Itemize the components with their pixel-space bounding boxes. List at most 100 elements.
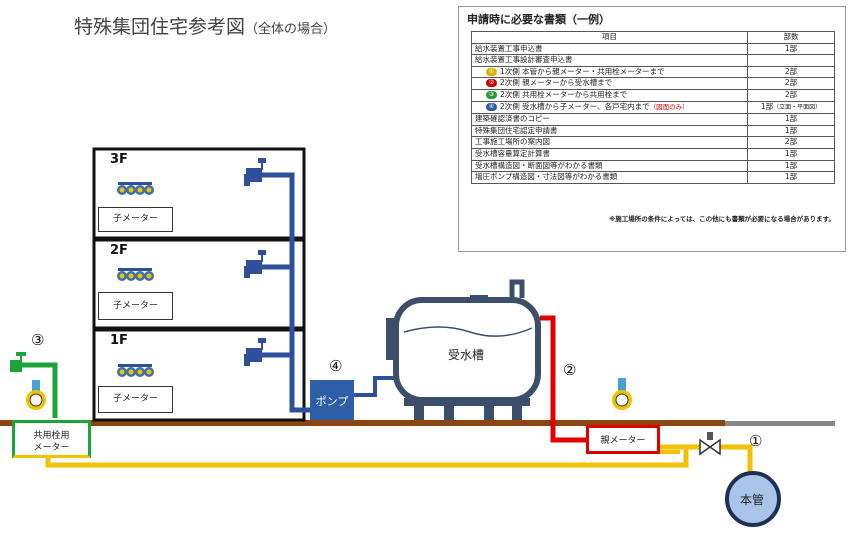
table-row: 給水装置工事申込書 1部 bbox=[471, 42, 835, 56]
shared-faucet-icon bbox=[10, 352, 26, 372]
requirement-count: 1部 bbox=[747, 42, 835, 56]
count-text: 1部 bbox=[784, 172, 798, 182]
tank-label: 受水槽 bbox=[448, 348, 485, 362]
water-tank bbox=[386, 279, 541, 420]
requirement-count: 1部 bbox=[747, 147, 835, 161]
requirements-note: ※施工場所の条件によっては、この他にも書類が必要になる場合があります。 bbox=[608, 215, 835, 223]
parent-meter-label: 親メーター bbox=[600, 436, 646, 446]
count-text: 2部 bbox=[784, 137, 798, 147]
col-count-header: 部数 bbox=[747, 31, 835, 44]
requirement-text: 建築確認済書のコピー bbox=[475, 114, 550, 124]
count-text: 2部 bbox=[784, 78, 798, 88]
table-header-row: 項目 部数 bbox=[471, 31, 835, 44]
requirement-text: 2次側 親メーターから受水槽まで bbox=[500, 78, 613, 88]
sub-meter-2f: 子メーター bbox=[98, 292, 173, 320]
requirement-item: 増圧ポンプ構造図・寸法図等がわかる書類 bbox=[471, 171, 748, 184]
count-note: （立面・平面図） bbox=[773, 103, 822, 111]
shared-meter-icon bbox=[26, 380, 46, 410]
riser-pipe bbox=[262, 172, 310, 413]
meter-cluster-icon bbox=[117, 364, 154, 377]
green-pipe bbox=[12, 362, 58, 418]
valve-icon bbox=[699, 432, 721, 456]
requirement-text: 受水槽容量算定計算書 bbox=[475, 148, 550, 158]
requirement-text: 給水装置工事申込書 bbox=[475, 43, 543, 53]
requirement-text: 工事施工場所の案内図 bbox=[475, 137, 550, 147]
step-badge-icon: ① bbox=[486, 67, 497, 76]
faucet-icon bbox=[244, 250, 266, 278]
faucet-icon bbox=[244, 158, 266, 186]
yellow-pipe-main bbox=[45, 444, 689, 468]
page-title: 特殊集団住宅参考図（全体の場合） bbox=[74, 16, 337, 38]
requirement-count: 2部 bbox=[747, 136, 835, 149]
shared-meter-label-2: メーター bbox=[33, 443, 70, 453]
faucet-icon bbox=[244, 338, 266, 366]
requirement-text: 1次側 本管から親メーター・共用栓メーターまで bbox=[500, 66, 665, 76]
requirement-count: 1部 bbox=[747, 171, 835, 184]
floor-2f bbox=[92, 238, 306, 330]
requirement-text: 2次側 受水槽から子メーター、各戸宅内まで bbox=[500, 102, 650, 112]
marker-2: ② bbox=[563, 361, 577, 379]
marker-1: ① bbox=[749, 432, 763, 450]
marker-4: ④ bbox=[329, 357, 343, 375]
table-row: 工事施工場所の案内図 2部 bbox=[471, 136, 835, 149]
table-row: 特殊集団住宅認定申請書 1部 bbox=[471, 124, 835, 138]
requirement-count: 1部 bbox=[747, 124, 835, 138]
requirement-note: （図面のみ） bbox=[649, 103, 689, 112]
floor-label-2f: 2F bbox=[110, 243, 128, 258]
pump bbox=[310, 380, 354, 420]
parent-meter-icon bbox=[612, 378, 632, 410]
requirement-text: 受水槽構造図・断面図等がわかる書類 bbox=[475, 160, 603, 170]
requirement-text: 給水装置工事設計審査申込書 bbox=[475, 55, 573, 65]
requirement-text: 2次側 共用栓メーターから共用栓まで bbox=[500, 89, 628, 99]
meter-cluster-icon bbox=[117, 182, 154, 195]
sub-meter-1f: 子メーター bbox=[98, 386, 173, 413]
count-text: 1部 bbox=[784, 114, 798, 124]
meter-cluster-icon bbox=[117, 268, 154, 281]
ground-line-road bbox=[725, 421, 835, 426]
floor-1f bbox=[92, 328, 306, 422]
table-row: 増圧ポンプ構造図・寸法図等がわかる書類 1部 bbox=[471, 171, 835, 184]
main-pipe-label: 本管 bbox=[740, 493, 765, 507]
count-text: 1部 bbox=[784, 43, 798, 53]
requirement-item: 受水槽構造図・断面図等がわかる書類 bbox=[471, 159, 748, 173]
count-text: 2部 bbox=[784, 89, 798, 99]
pump-label: ポンプ bbox=[315, 395, 349, 408]
requirement-count: 1部 bbox=[747, 159, 835, 173]
sub-meter-3f: 子メーター bbox=[98, 207, 173, 232]
requirement-text: 特殊集団住宅認定申請書 bbox=[475, 125, 558, 135]
parent-meter: 親メーター bbox=[586, 425, 660, 454]
page-subtitle: （全体の場合） bbox=[245, 22, 337, 37]
floor-label-3f: 3F bbox=[110, 152, 128, 167]
count-text: 2部 bbox=[784, 66, 798, 76]
floor-label-1f: 1F bbox=[110, 333, 128, 348]
main-pipe bbox=[725, 471, 781, 527]
count-text: 1部 bbox=[784, 148, 798, 158]
ground-line bbox=[0, 420, 725, 426]
step-badge-icon: ③ bbox=[486, 90, 497, 99]
tank-to-pump-pipe bbox=[352, 376, 396, 397]
count-text: 1部 bbox=[760, 101, 774, 111]
yellow-pipe-to-main bbox=[720, 444, 753, 478]
marker-3: ③ bbox=[31, 331, 45, 349]
red-pipe bbox=[540, 315, 586, 443]
step-badge-icon: ② bbox=[486, 79, 497, 88]
floor-3f bbox=[92, 147, 306, 240]
requirement-count: 1部（立面・平面図） bbox=[747, 100, 835, 115]
table-row: 受水槽容量算定計算書 1部 bbox=[471, 147, 835, 161]
count-text: 1部 bbox=[784, 125, 798, 135]
table-row: 受水槽構造図・断面図等がわかる書類 1部 bbox=[471, 159, 835, 173]
step-badge-icon: ④ bbox=[486, 103, 497, 112]
requirements-heading: 申請時に必要な書類（一例） bbox=[467, 13, 610, 26]
table-row: 給水装置工事設計審査申込書 bbox=[471, 54, 835, 67]
shared-meter: 共用栓用 メーター bbox=[12, 420, 91, 458]
count-text: 1部 bbox=[784, 160, 798, 170]
requirement-text: 増圧ポンプ構造図・寸法図等がわかる書類 bbox=[475, 172, 618, 182]
shared-meter-label-1: 共用栓用 bbox=[33, 431, 70, 441]
